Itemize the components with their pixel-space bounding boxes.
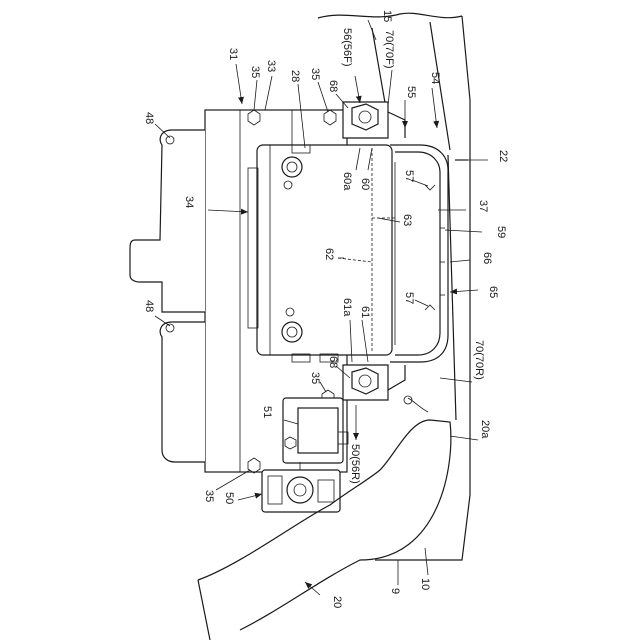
- label-63: 63: [401, 214, 413, 226]
- label-59: 59: [495, 226, 507, 238]
- front-bracket: [343, 102, 405, 138]
- left-lugs: [130, 130, 205, 462]
- battery-holder: [390, 145, 448, 362]
- label-60a: 60a: [341, 172, 353, 191]
- label-35a: 35: [249, 66, 261, 78]
- label-48b: 48: [143, 300, 155, 312]
- rear-bracket: [343, 365, 405, 400]
- label-50r: 50(56R): [349, 444, 361, 484]
- label-55: 55: [405, 86, 417, 98]
- label-56: 56(56F): [341, 28, 353, 67]
- label-10: 10: [419, 578, 431, 590]
- label-68a: 68: [327, 80, 339, 92]
- label-54: 54: [429, 72, 441, 84]
- label-35d: 35: [203, 490, 215, 502]
- label-9: 9: [389, 588, 401, 594]
- battery-body: [248, 145, 395, 362]
- label-22: 22: [497, 150, 509, 162]
- component-50: [262, 462, 340, 512]
- label-50: 50: [223, 492, 235, 504]
- label-61: 61: [359, 306, 371, 318]
- label-68b: 68: [327, 356, 339, 368]
- label-62: 62: [323, 248, 335, 260]
- label-20a: 20a: [479, 420, 491, 439]
- label-57b: 57: [403, 292, 415, 304]
- label-51: 51: [261, 406, 273, 418]
- component-51: [283, 398, 348, 463]
- label-35c: 35: [309, 372, 321, 384]
- label-60: 60: [359, 178, 371, 190]
- label-57a: 57: [403, 170, 415, 182]
- label-28: 28: [289, 70, 301, 82]
- label-65: 65: [487, 286, 499, 298]
- label-37: 37: [477, 200, 489, 212]
- label-33: 33: [265, 60, 277, 72]
- label-15: 15: [381, 10, 393, 22]
- label-20: 20: [331, 596, 343, 608]
- label-66: 66: [481, 252, 493, 264]
- label-70r: 70(70R): [473, 340, 485, 380]
- label-70f: 70(70F): [383, 30, 395, 69]
- label-34: 34: [183, 196, 195, 208]
- label-31: 31: [227, 48, 239, 60]
- label-35b: 35: [309, 68, 321, 80]
- label-61a: 61a: [341, 298, 353, 317]
- label-48a: 48: [143, 112, 155, 124]
